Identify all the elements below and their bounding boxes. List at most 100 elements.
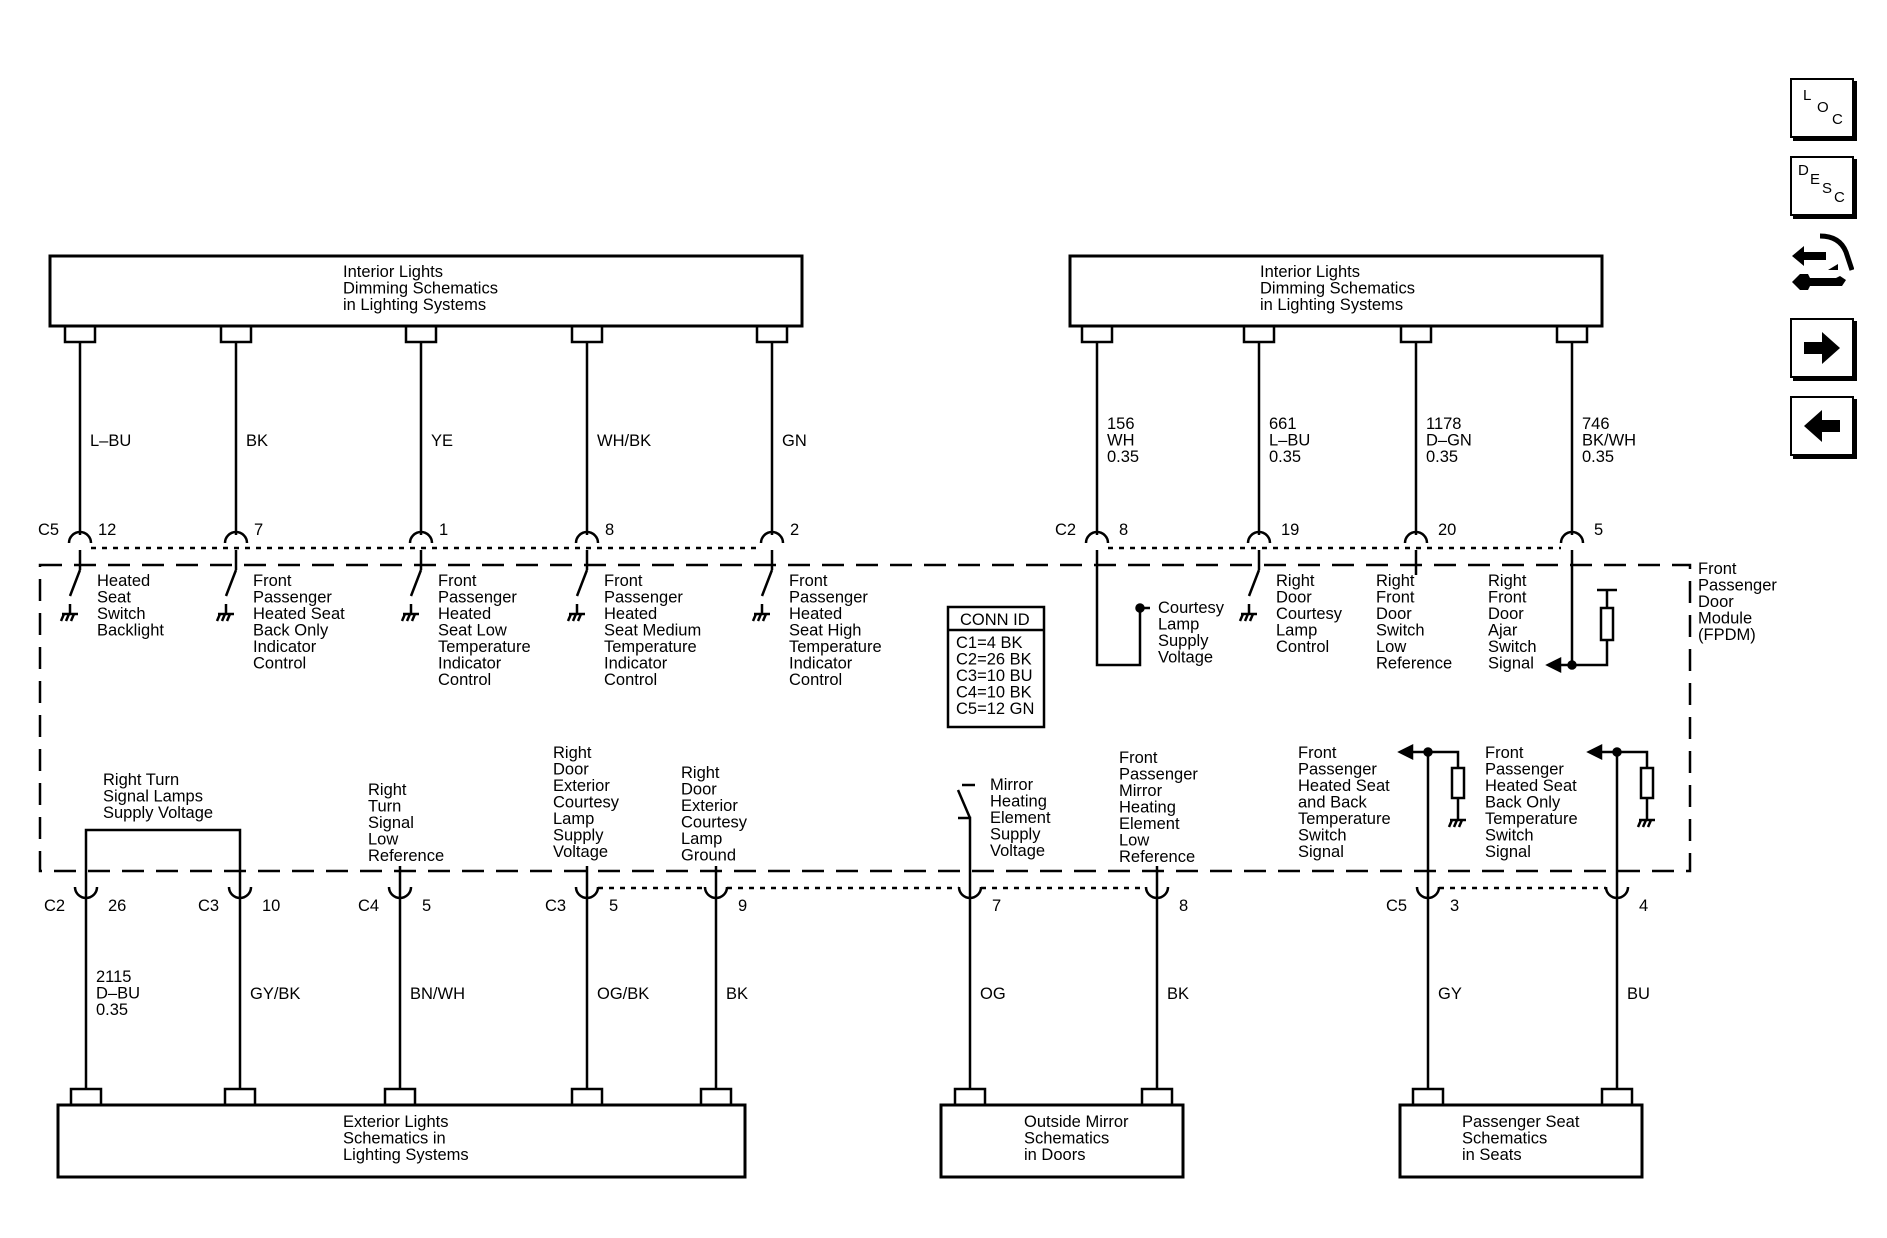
circuit-desc-line: Right bbox=[1488, 572, 1527, 590]
pin-number: 8 bbox=[1179, 897, 1188, 915]
circuit-desc-line: Front bbox=[1298, 744, 1337, 762]
pin-number: 4 bbox=[1639, 897, 1648, 915]
wire-color-label-line: 2115 bbox=[96, 968, 131, 986]
resistor-symbol bbox=[1639, 766, 1655, 800]
ground-symbol bbox=[751, 613, 758, 622]
circuit-desc-line: Supply Voltage bbox=[103, 804, 213, 822]
circuit-desc-line: Right bbox=[1376, 572, 1415, 590]
ground-symbol bbox=[761, 613, 768, 622]
diagnostic-wrench-icon[interactable] bbox=[1790, 230, 1854, 298]
wire-spec-label-line: 1178 bbox=[1426, 415, 1461, 433]
circuit-desc-line: Signal bbox=[368, 814, 414, 832]
connector-id: C3 bbox=[545, 897, 566, 915]
circuit-desc-line: Passenger bbox=[438, 589, 517, 607]
ground-symbol bbox=[64, 613, 71, 622]
wire-color-label-line: WH/BK bbox=[597, 432, 651, 450]
circuit-desc-line: Switch bbox=[1376, 622, 1425, 640]
location-button[interactable]: L O C bbox=[1790, 78, 1854, 138]
circuit-desc-line: Back Only bbox=[1485, 794, 1561, 812]
pin-number: 2 bbox=[790, 521, 799, 539]
signal-arrow bbox=[1397, 743, 1414, 761]
box-outside-mirror-text-line: in Doors bbox=[1024, 1146, 1085, 1164]
circuit-desc-line: Element bbox=[990, 809, 1051, 827]
pin-number: 3 bbox=[1450, 897, 1459, 915]
wrench-arrow-svg bbox=[1792, 233, 1854, 290]
wire-spec-label-line: BK/WH bbox=[1582, 432, 1636, 450]
pin-number: 26 bbox=[108, 897, 126, 915]
circuit-desc-line: Seat bbox=[97, 589, 131, 607]
circuit-desc-line: Heated bbox=[438, 605, 491, 623]
circuit-desc-line: Front bbox=[438, 572, 477, 590]
desc-letter-e: E bbox=[1810, 171, 1821, 188]
description-button[interactable]: D E S C bbox=[1790, 156, 1854, 216]
ground-symbol bbox=[1248, 613, 1255, 622]
circuit-desc-line: Temperature bbox=[1485, 810, 1578, 828]
circuit-desc-line: Signal Lamps bbox=[103, 788, 203, 806]
ground-symbol bbox=[405, 613, 412, 622]
switch-contact bbox=[575, 550, 589, 614]
box-interior-lights-right-text-line: Dimming Schematics bbox=[1260, 280, 1415, 298]
connector-terminal bbox=[1555, 326, 1589, 344]
ground-symbol bbox=[566, 613, 573, 622]
circuit-desc-line: Front bbox=[1488, 589, 1527, 607]
mirror-supply-switch bbox=[956, 789, 972, 878]
desc-letter-c: C bbox=[1834, 189, 1845, 206]
circuit-desc-line: Backlight bbox=[97, 622, 164, 640]
circuit-desc-line: Low bbox=[1376, 638, 1406, 656]
ground-symbol bbox=[1636, 819, 1643, 828]
circuit-desc-line: Right bbox=[553, 744, 592, 762]
signal-arrow bbox=[1586, 743, 1603, 761]
switch-contact bbox=[68, 550, 82, 614]
circuit-desc-line: Heating bbox=[1119, 799, 1176, 817]
wire-spec-label-line: 746 bbox=[1582, 415, 1610, 433]
circuit-desc-line: Switch bbox=[97, 605, 146, 623]
circuit-desc-line: Ajar bbox=[1488, 622, 1518, 640]
ajar-signal-path bbox=[1548, 550, 1574, 667]
ground-symbol bbox=[1243, 613, 1250, 622]
wire-spec-label-line: 0.35 bbox=[1426, 448, 1458, 466]
circuit-desc-line: Voltage bbox=[990, 842, 1045, 860]
circuit-desc-line: Seat Low bbox=[438, 622, 507, 640]
circuit-desc-line: Front bbox=[604, 572, 643, 590]
wire-color-label-line: BK bbox=[726, 985, 748, 1003]
circuit-desc-line: Turn bbox=[368, 798, 401, 816]
connector-pin bbox=[759, 530, 785, 544]
wire-color-label-line: OG/BK bbox=[597, 985, 649, 1003]
desc-letter-s: S bbox=[1822, 180, 1833, 197]
switch-contact bbox=[760, 550, 774, 614]
pin-number: 5 bbox=[609, 897, 618, 915]
circuit-desc-line: Passenger bbox=[253, 589, 332, 607]
connector-id: C4 bbox=[358, 897, 379, 915]
box-interior-lights-right-text-line: in Lighting Systems bbox=[1260, 296, 1403, 314]
next-page-button[interactable] bbox=[1790, 318, 1854, 378]
pullup-supply bbox=[1597, 588, 1617, 608]
connector-terminal bbox=[699, 1087, 733, 1105]
switch-contact bbox=[224, 550, 238, 614]
circuit-desc-line: Reference bbox=[1119, 848, 1195, 866]
connector-id: C2 bbox=[44, 897, 65, 915]
module-label-line: Passenger bbox=[1698, 577, 1777, 595]
pin-number: 5 bbox=[422, 897, 431, 915]
circuit-desc-line: Heated Seat bbox=[1298, 777, 1390, 795]
circuit-desc-line: Heated Seat bbox=[253, 605, 345, 623]
circuit-desc-line: Temperature bbox=[604, 638, 697, 656]
circuit-desc-line: Indicator bbox=[253, 638, 317, 656]
circuit-desc-line: Lamp bbox=[1276, 622, 1317, 640]
desc-letter-d: D bbox=[1798, 162, 1809, 179]
box-interior-lights-right-text-line: Interior Lights bbox=[1260, 263, 1360, 281]
ground-symbol bbox=[220, 613, 227, 622]
connector-pin bbox=[67, 530, 93, 544]
circuit-desc-line: Switch bbox=[1298, 827, 1347, 845]
circuit-desc-line: Courtesy bbox=[1158, 599, 1225, 617]
previous-page-button[interactable] bbox=[1790, 396, 1854, 456]
circuit-desc-line: Element bbox=[1119, 815, 1180, 833]
circuit-desc-line: Back Only bbox=[253, 622, 329, 640]
ground-symbol bbox=[1447, 819, 1454, 828]
seat-signal-path bbox=[1404, 750, 1430, 878]
pin-number: 8 bbox=[605, 521, 614, 539]
box-passenger-seat bbox=[1398, 1103, 1644, 1179]
module-boundary bbox=[38, 563, 1692, 873]
connector-id: C5 bbox=[38, 521, 59, 539]
circuit-desc-line: Switch bbox=[1485, 827, 1534, 845]
